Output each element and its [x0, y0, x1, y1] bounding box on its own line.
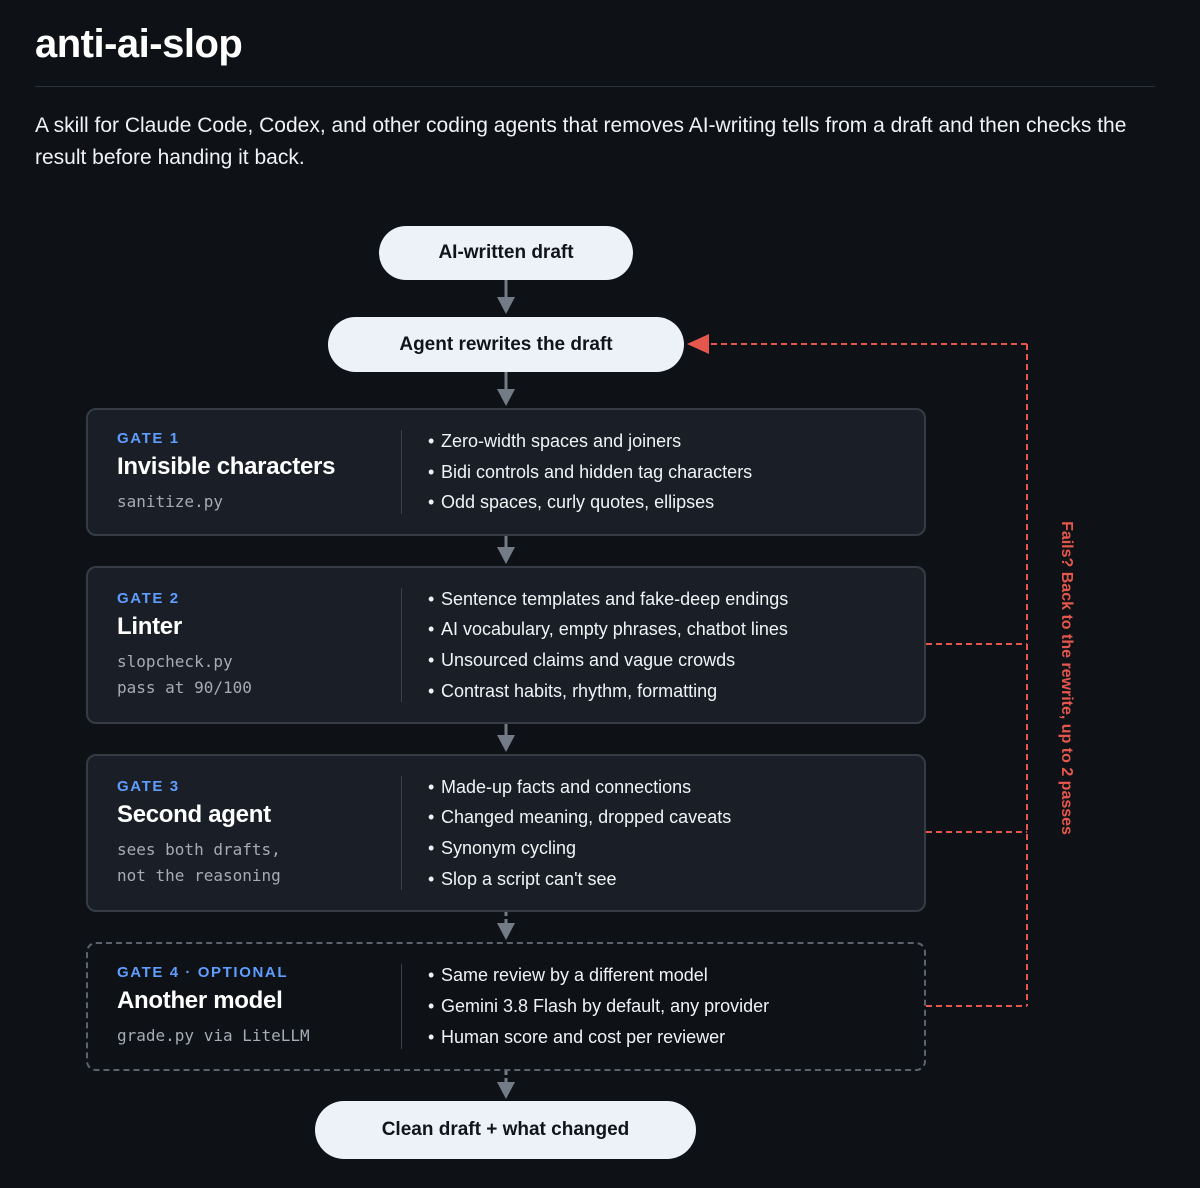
check-item: Gemini 3.8 Flash by default, any provide…	[428, 991, 914, 1022]
gate-4-card: GATE 4 · OPTIONAL Another model grade.py…	[86, 942, 926, 1071]
check-item: AI vocabulary, empty phrases, chatbot li…	[428, 614, 914, 645]
gate-checks: Same review by a different model Gemini …	[428, 960, 914, 1052]
check-item: Sentence templates and fake-deep endings	[428, 584, 914, 615]
check-item: Made-up facts and connections	[428, 772, 914, 803]
gate-tag: GATE 4 · OPTIONAL	[117, 964, 289, 981]
gate-divider	[401, 430, 402, 514]
gate-checks: Sentence templates and fake-deep endings…	[428, 584, 914, 707]
page-title: anti-ai-slop	[35, 22, 243, 66]
check-item: Contrast habits, rhythm, formatting	[428, 676, 914, 707]
gate-name: Another model	[117, 987, 283, 1014]
gate-note: sees both drafts,	[117, 839, 281, 859]
gate-tag: GATE 3	[117, 777, 180, 795]
arrow-head-1	[497, 297, 515, 314]
arrow-head-5	[497, 923, 515, 940]
check-item: Same review by a different model	[428, 960, 914, 991]
arrow-head-3	[497, 547, 515, 564]
check-item: Unsourced claims and vague crowds	[428, 645, 914, 676]
title-divider	[35, 86, 1155, 87]
gate-divider	[401, 588, 402, 702]
retry-loop-label: Fails? Back to the rewrite, up to 2 pass…	[1058, 521, 1075, 835]
gate-threshold: pass at 90/100	[117, 677, 252, 697]
check-item: Synonym cycling	[428, 833, 914, 864]
gate-tag: GATE 1	[117, 429, 180, 447]
gate-2-card: GATE 2 Linter slopcheck.py pass at 90/10…	[86, 566, 926, 724]
arrow-head-2	[497, 389, 515, 406]
input-draft-node: AI-written draft	[379, 226, 633, 280]
page-description: A skill for Claude Code, Codex, and othe…	[35, 114, 1127, 169]
arrow-head-6	[497, 1082, 515, 1099]
gate-name: Second agent	[117, 800, 271, 828]
gate-checks: Zero-width spaces and joiners Bidi contr…	[428, 426, 914, 518]
gate-script: slopcheck.py	[117, 651, 233, 671]
loop-arrow-head	[687, 334, 709, 354]
check-item: Slop a script can't see	[428, 864, 914, 895]
gate-divider	[401, 776, 402, 890]
gate-script: grade.py via LiteLLM	[117, 1026, 310, 1045]
check-item: Human score and cost per reviewer	[428, 1022, 914, 1053]
clean-draft-node: Clean draft + what changed	[315, 1101, 696, 1159]
check-item: Bidi controls and hidden tag characters	[428, 457, 914, 488]
check-item: Changed meaning, dropped caveats	[428, 802, 914, 833]
gate-name: Invisible characters	[117, 452, 336, 480]
gate-tag: GATE 2	[117, 589, 180, 607]
check-item: Zero-width spaces and joiners	[428, 426, 914, 457]
check-item: Odd spaces, curly quotes, ellipses	[428, 487, 914, 518]
agent-rewrite-node: Agent rewrites the draft	[328, 317, 684, 372]
arrow-head-4	[497, 735, 515, 752]
gate-1-card: GATE 1 Invisible characters sanitize.py …	[86, 408, 926, 536]
gate-checks: Made-up facts and connections Changed me…	[428, 772, 914, 895]
gate-divider	[401, 964, 402, 1049]
gate-name: Linter	[117, 612, 182, 640]
gate-3-card: GATE 3 Second agent sees both drafts, no…	[86, 754, 926, 912]
gate-script: sanitize.py	[117, 491, 223, 511]
gate-note: not the reasoning	[117, 865, 281, 885]
